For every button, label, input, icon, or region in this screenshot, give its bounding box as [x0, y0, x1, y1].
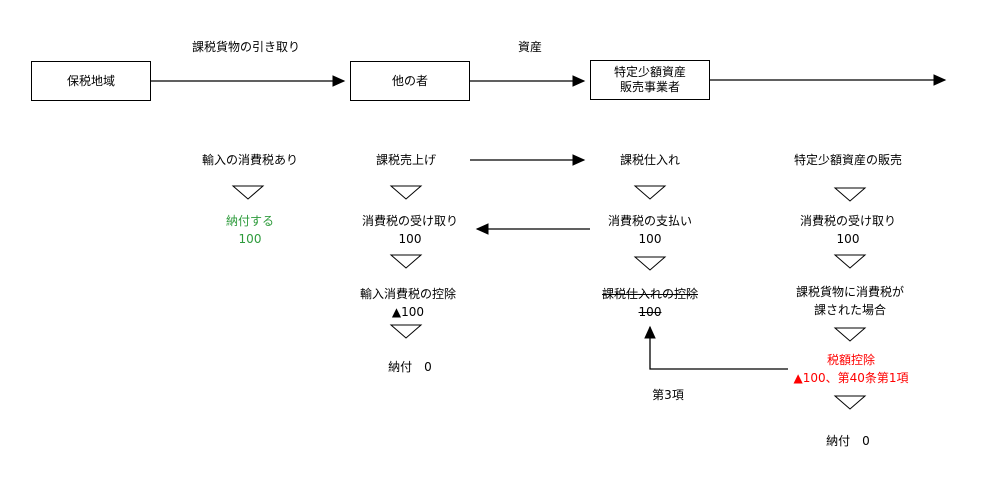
sale-header: 特定少額資産の販売 [793, 153, 903, 167]
down-triangle-icon [833, 327, 867, 342]
dealer-deduct-label-struck: 課税仕入れの控除 [601, 287, 699, 301]
other-deduct-label: 輸入消費税の控除 [359, 287, 457, 301]
down-triangle-icon [833, 254, 867, 269]
arrow-paragraph3-elbow [644, 325, 788, 370]
other-receive-label: 消費税の受け取り [361, 214, 459, 228]
down-triangle-icon [389, 185, 423, 200]
dealer-deduct-amount-struck: 100 [638, 305, 662, 319]
sale-deduct-amount: ▲100、第40条第1項 [793, 371, 909, 385]
edge-label-taxable-goods-pickup: 課税貨物の引き取り [191, 40, 301, 54]
sale-condition-line2: 課された場合 [813, 303, 887, 317]
paragraph3-note: 第3項 [652, 388, 684, 402]
down-triangle-icon [833, 395, 867, 410]
import-pay-label: 納付する [225, 214, 275, 228]
dealer-header: 課税仕入れ [619, 153, 681, 167]
node-specified-small-asset-dealer: 特定少額資産 販売事業者 [590, 60, 710, 100]
down-triangle-icon [633, 256, 667, 271]
other-receive-amount: 100 [398, 232, 422, 246]
down-triangle-icon [389, 254, 423, 269]
sale-result: 納付 0 [826, 434, 870, 448]
edge-label-asset: 資産 [517, 40, 543, 54]
node-other-person-label: 他の者 [391, 73, 428, 88]
sale-condition-line1: 課税貨物に消費税が [795, 285, 905, 299]
import-header: 輸入の消費税あり [201, 153, 299, 167]
node-dealer-label-line2: 販売事業者 [619, 80, 680, 94]
other-header: 課税売上げ [375, 153, 437, 167]
sale-deduct-label: 税額控除 [826, 353, 876, 367]
node-bonded-area: 保税地域 [31, 61, 151, 101]
node-dealer-label-line1: 特定少額資産 [613, 65, 686, 79]
dealer-pay-amount: 100 [638, 232, 662, 246]
sale-receive-amount: 100 [836, 232, 860, 246]
sale-receive-label: 消費税の受け取り [799, 214, 897, 228]
node-bonded-area-label: 保税地域 [66, 73, 115, 88]
dealer-pay-label: 消費税の支払い [607, 214, 693, 228]
import-pay-amount: 100 [238, 232, 262, 246]
down-triangle-icon [231, 185, 265, 200]
down-triangle-icon [389, 324, 423, 339]
other-result: 納付 0 [388, 360, 432, 374]
down-triangle-icon [633, 185, 667, 200]
other-deduct-amount: ▲100 [391, 305, 425, 319]
down-triangle-icon [833, 187, 867, 202]
node-other-person: 他の者 [350, 61, 470, 101]
